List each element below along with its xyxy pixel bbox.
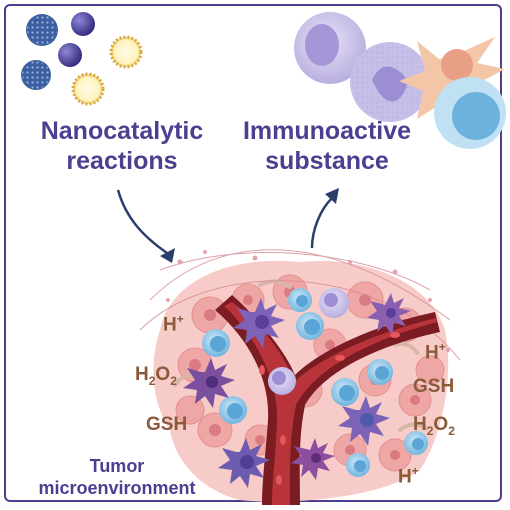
immune-cell-icon xyxy=(219,396,247,424)
dendritic-cell-icon xyxy=(183,358,235,408)
immune-cell-icon xyxy=(434,77,506,149)
h2o2-label: H2O2 xyxy=(413,414,455,438)
immunoactive-label: Immunoactive substance xyxy=(222,116,432,176)
tumor-line-1: Tumor xyxy=(89,456,145,476)
immune-cell-icon xyxy=(346,453,370,477)
immune-cell-icon xyxy=(202,329,230,357)
immune-cell-icon xyxy=(350,42,430,122)
infiltrating-cells xyxy=(183,288,428,488)
arrow-out-icon xyxy=(310,188,339,249)
nanocatalytic-label: Nanocatalytic reactions xyxy=(22,116,222,176)
nanoparticle-icon xyxy=(26,14,58,46)
dendritic-cell-icon xyxy=(367,293,411,335)
nanoparticle-icon xyxy=(109,35,143,69)
tumor-line-2: microenvironment xyxy=(38,478,196,498)
nanoparticle-icon xyxy=(21,60,51,90)
blood-vessel-icon xyxy=(215,295,440,505)
immune-cell-icon xyxy=(404,431,428,455)
arrow-in-icon xyxy=(116,189,175,263)
immune-cell-icon xyxy=(331,378,359,406)
gsh-label: GSH xyxy=(146,414,188,435)
tumor-microenvironment-label: Tumor microenvironment xyxy=(12,455,222,499)
immune-cell-icon xyxy=(294,12,366,84)
gsh-label: GSH xyxy=(413,376,455,397)
immune-cell-icon xyxy=(319,288,349,318)
immunoactive-line-1: Immunoactive xyxy=(242,117,412,145)
immune-cell-icon xyxy=(367,359,393,385)
immune-cell-icon xyxy=(296,312,324,340)
nanoparticle-icon xyxy=(58,43,82,67)
immune-cell-icon xyxy=(288,288,312,312)
nanoparticle-icon xyxy=(71,72,105,106)
nanoparticle-icon xyxy=(71,12,95,36)
immunoactive-line-2: substance xyxy=(265,147,389,175)
h-plus-label: H+ xyxy=(398,464,419,488)
nanocatalytic-line-1: Nanocatalytic xyxy=(40,117,204,145)
h2o2-label: H2O2 xyxy=(135,364,177,388)
dendritic-cell-icon xyxy=(338,396,390,446)
immune-cell-icon xyxy=(268,367,296,395)
h-plus-label: H+ xyxy=(163,312,184,336)
nanocatalytic-line-2: reactions xyxy=(66,147,178,175)
nanoparticles xyxy=(21,12,143,106)
dendritic-cell-icon xyxy=(291,438,335,480)
immune-cells xyxy=(294,12,506,149)
dendritic-cell-icon xyxy=(218,438,270,488)
dendritic-cell-icon xyxy=(233,298,285,348)
h-plus-label: H+ xyxy=(425,340,446,364)
